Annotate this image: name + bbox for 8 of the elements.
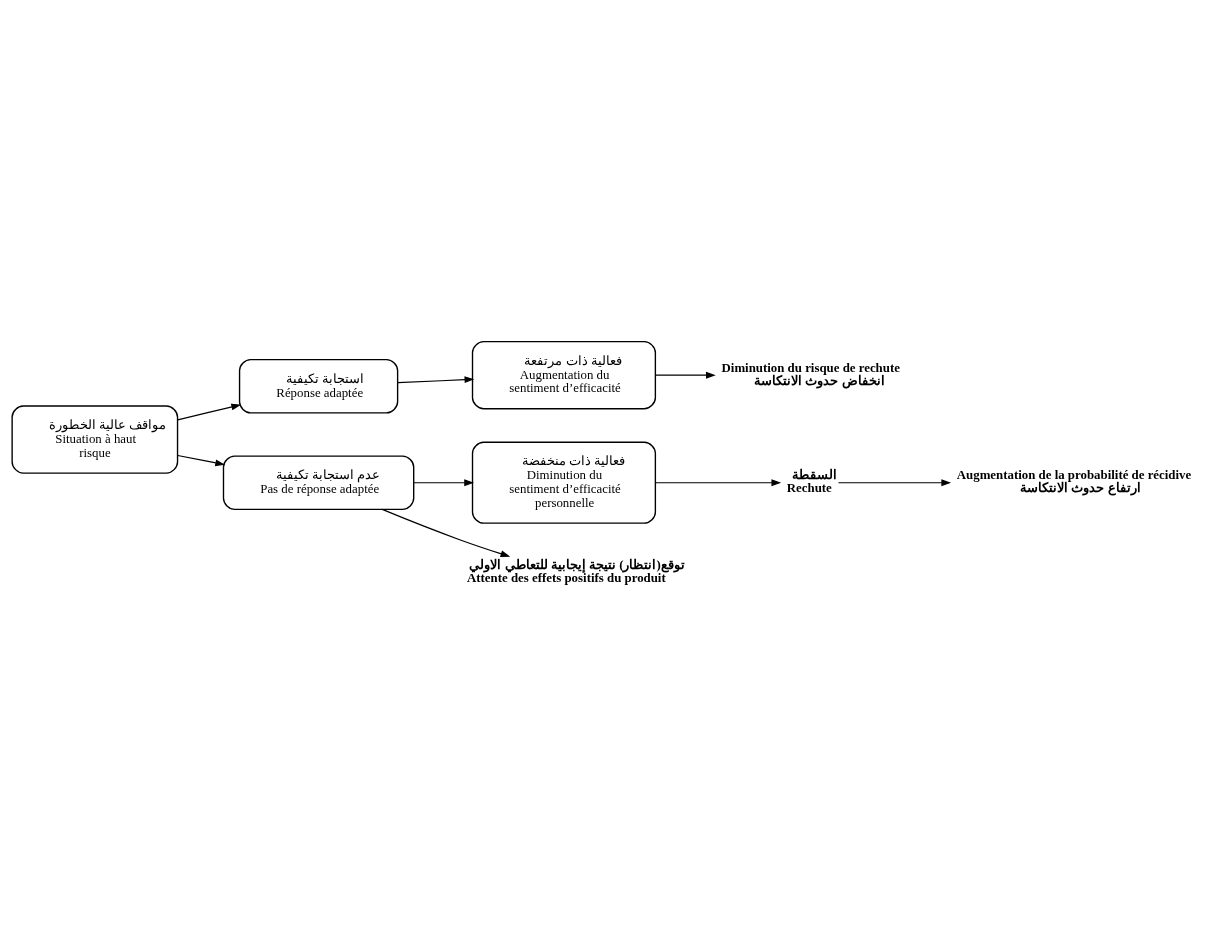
arrow [655, 371, 716, 379]
arrow [177, 403, 242, 421]
arrow [381, 508, 511, 558]
arrow [837, 479, 952, 487]
arrow [177, 454, 226, 467]
arrow [397, 376, 475, 384]
arrow [413, 479, 474, 487]
arrow [655, 479, 782, 487]
